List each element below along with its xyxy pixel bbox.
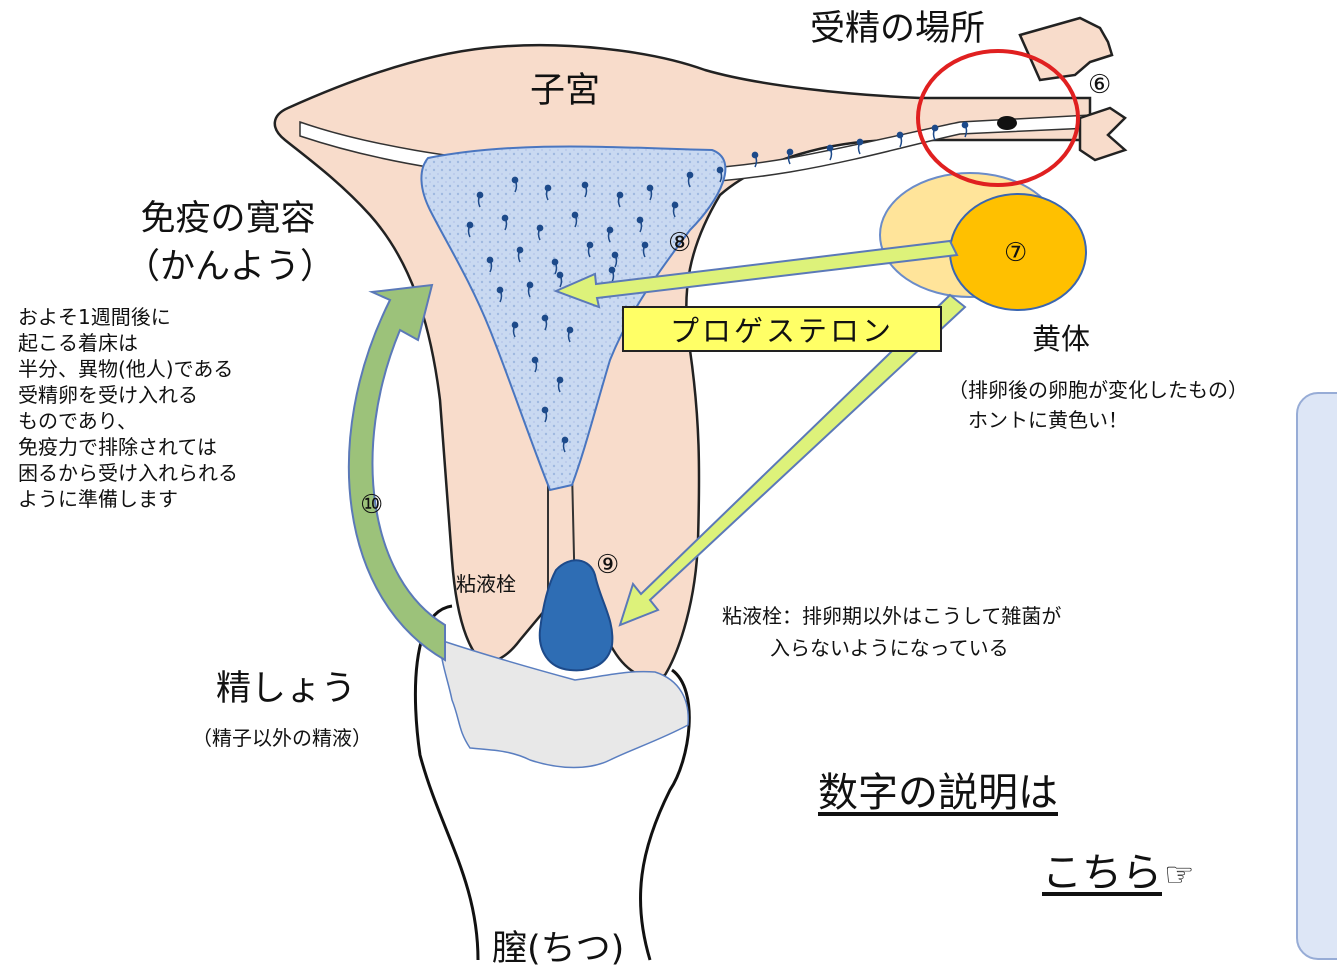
marker-6: ⑥ (1088, 70, 1111, 101)
mucus-plug-label: 粘液栓 (456, 572, 516, 596)
immune-tolerance-label: 免疫の寛容 (108, 198, 348, 240)
immune-tolerance-reading: （かんよう） (100, 246, 360, 288)
mucus-plug-note: 粘液栓：排卵期以外はこうして雑菌が (722, 604, 1061, 628)
pointing-hand-icon: ☞ (1164, 855, 1194, 895)
explanation-link-here-text[interactable]: こちら (1042, 850, 1162, 896)
fimbriae-bottom (1080, 108, 1125, 160)
tolerance-note: およそ1週間後に 起こる着床は 半分、異物(他人)である 受精卵を受け入れる も… (18, 304, 238, 512)
explanation-link[interactable]: 数字の説明は (818, 760, 1058, 818)
corpus-luteum-note-2: ホントに黄色い！ (968, 408, 1128, 432)
corpus-luteum-label: 黄体 (1032, 322, 1090, 357)
fertilization-site-label: 受精の場所 (810, 8, 985, 50)
seminal-plasma-note: （精子以外の精液） (192, 726, 372, 750)
marker-9: ⑨ (596, 550, 619, 581)
corpus-luteum-note: （排卵後の卵胞が変化したもの） (948, 378, 1248, 402)
uterus-label: 子宮 (530, 70, 600, 112)
marker-10: ⑩ (360, 490, 383, 521)
side-panel (1296, 392, 1337, 960)
mucus-plug-note-2: 入らないようになっている (770, 636, 1009, 660)
marker-7: ⑦ (1004, 238, 1027, 269)
marker-8: ⑧ (668, 228, 691, 259)
seminal-plasma-label: 精しょう (216, 668, 356, 710)
egg (997, 116, 1017, 130)
explanation-link-here[interactable]: こちら☞ (1042, 840, 1194, 898)
progesterone-label: プロゲステロン (622, 306, 942, 352)
vagina-label: 膣(ちつ) (492, 928, 624, 970)
